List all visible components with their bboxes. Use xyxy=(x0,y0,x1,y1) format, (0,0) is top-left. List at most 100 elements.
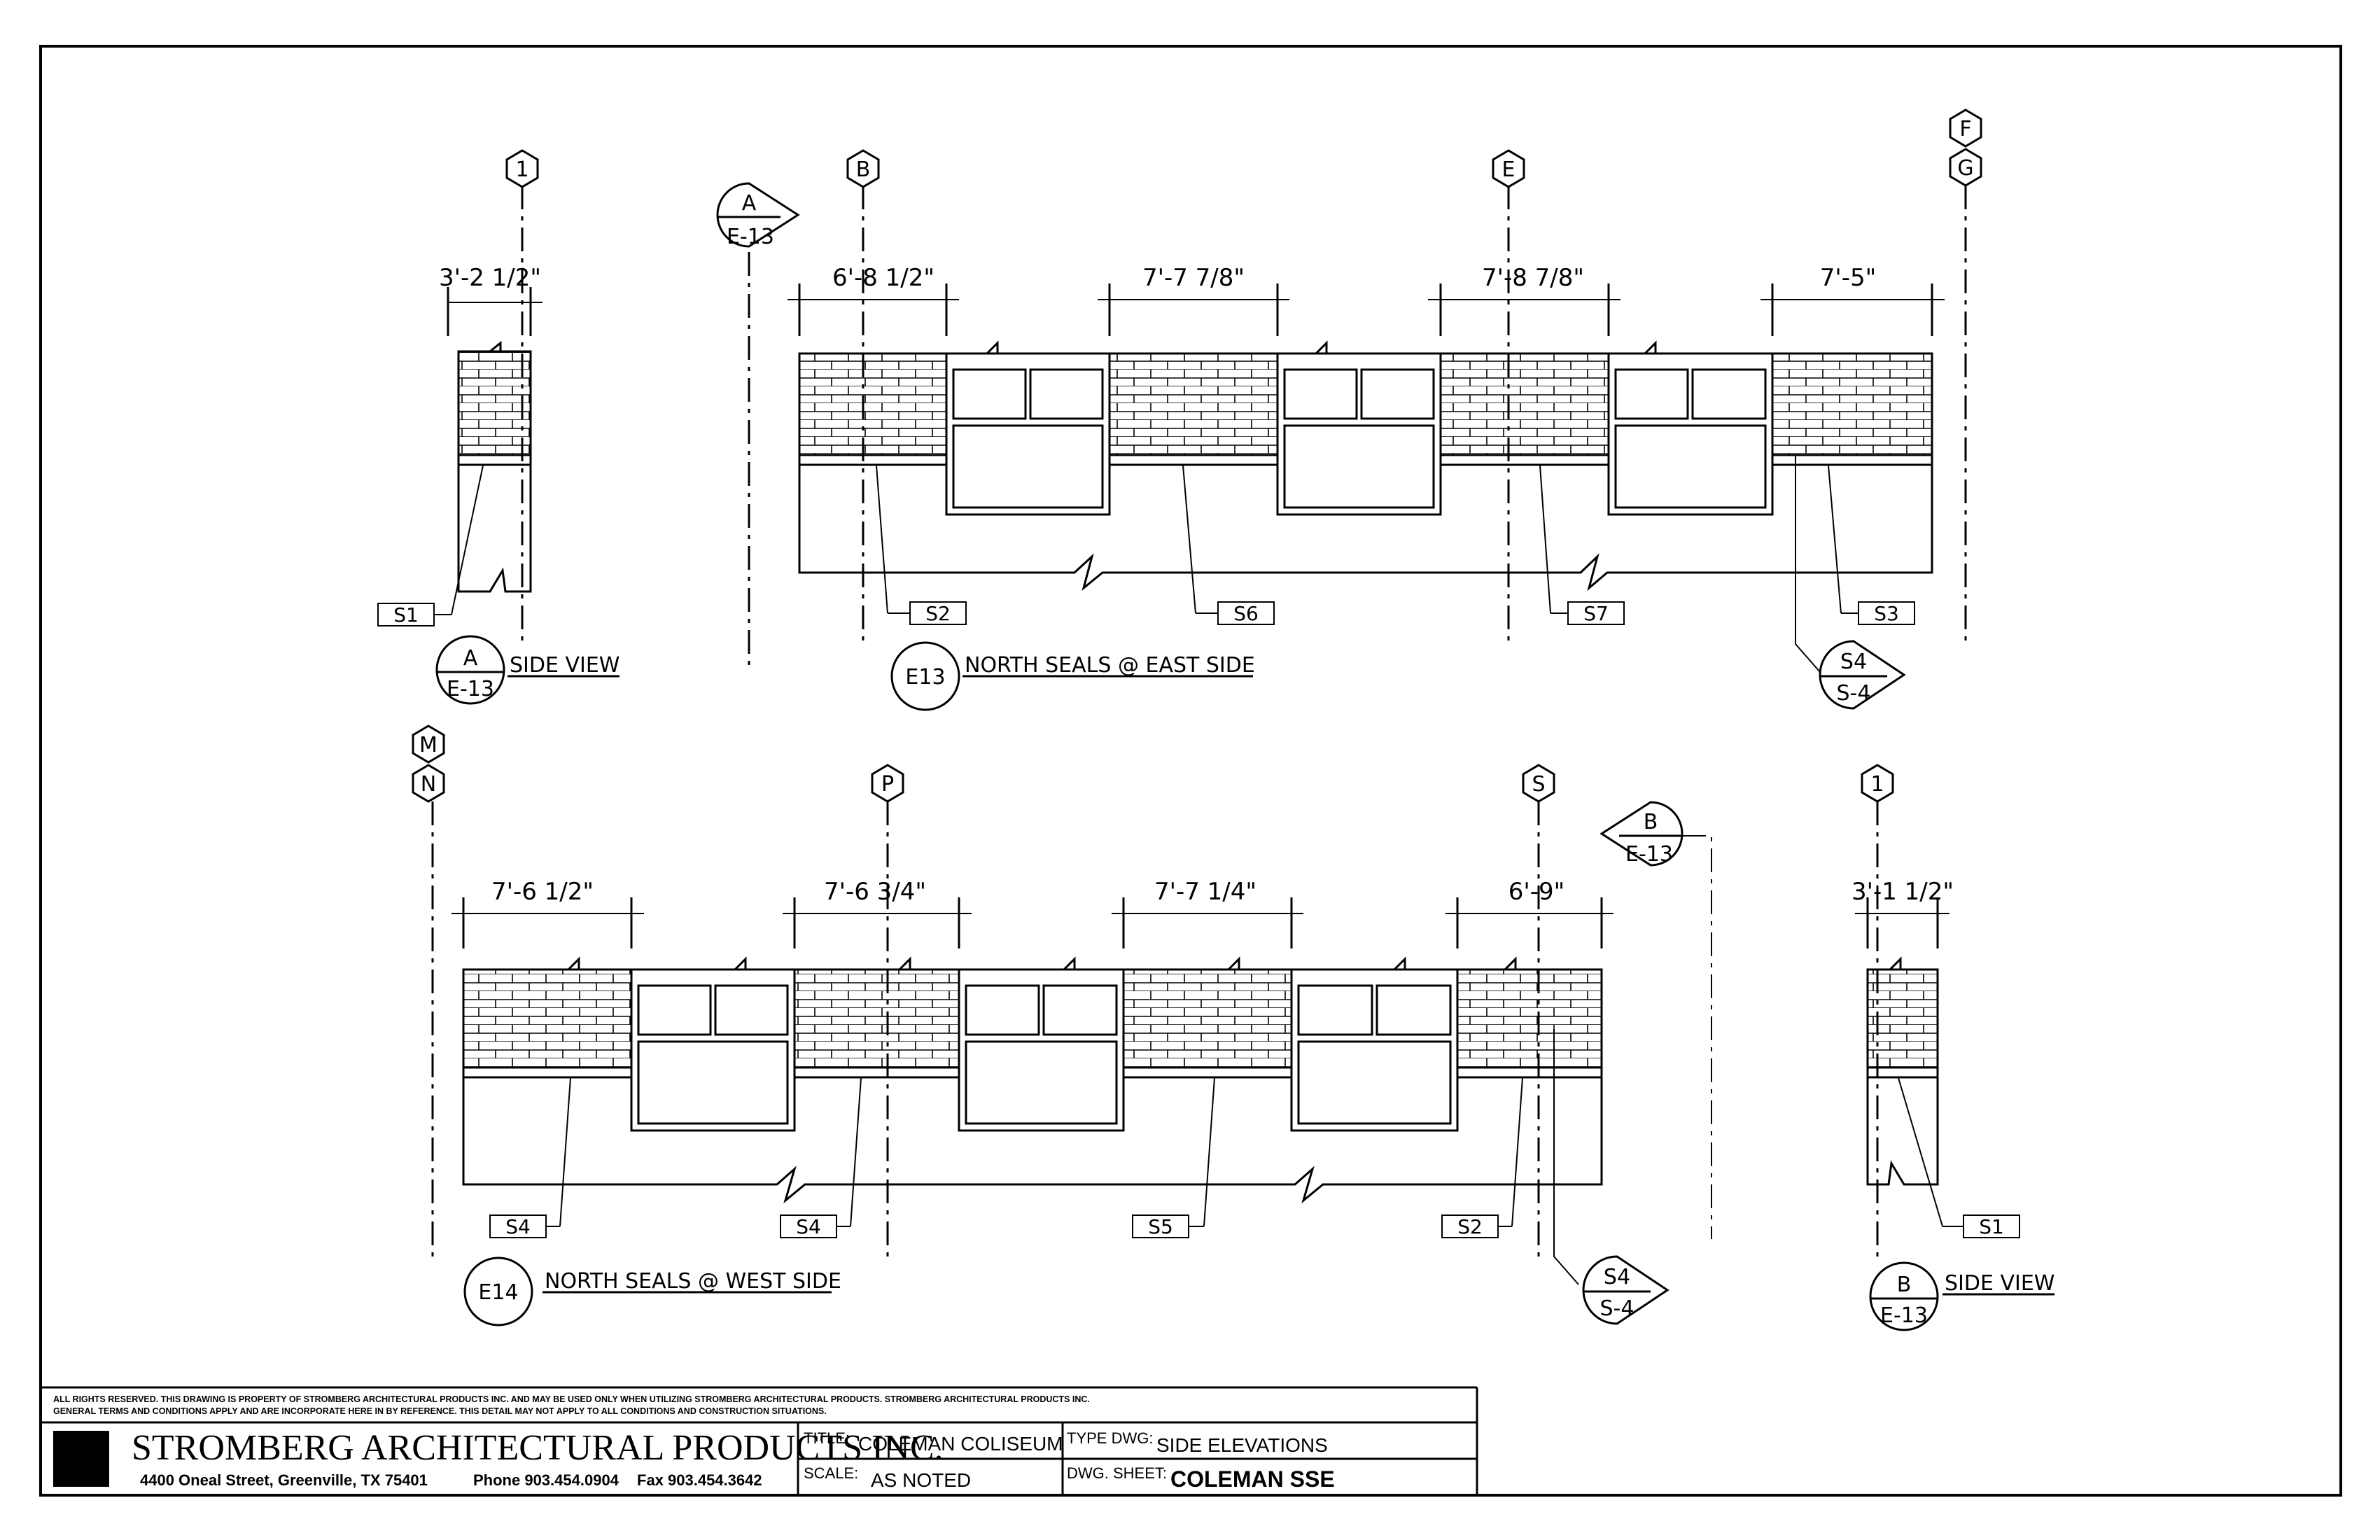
svg-text:S4: S4 xyxy=(505,1215,531,1238)
company-name: STROMBERG ARCHITECTURAL PRODUCTS INC. xyxy=(132,1428,944,1468)
window-unit xyxy=(1276,352,1442,516)
seal-tag: S2 xyxy=(1441,1077,1523,1238)
grid-bubble-m: M xyxy=(412,724,445,764)
view-title-ref: E13 xyxy=(905,665,945,690)
svg-text:1: 1 xyxy=(1870,772,1884,797)
section-marker-s4-bottom: S4 S-4 xyxy=(1553,1029,1670,1325)
view-title: NORTH SEALS @ WEST SIDE xyxy=(545,1269,841,1294)
title-value: COLEMAN COLISEUM xyxy=(858,1433,1063,1455)
brick-panel xyxy=(457,350,532,456)
company-fax: Fax 903.454.3642 xyxy=(637,1471,762,1489)
svg-text:7'-6 3/4": 7'-6 3/4" xyxy=(824,878,926,906)
sheet-label: DWG. SHEET: xyxy=(1067,1464,1167,1482)
dimension-line: 7'-7 7/8" xyxy=(1098,264,1289,336)
svg-text:6'-9": 6'-9" xyxy=(1508,878,1565,906)
seal-tag: S1 xyxy=(393,603,419,626)
dimension-line: 6'-9" xyxy=(1446,878,1614,948)
company-phone: Phone 903.454.0904 xyxy=(473,1471,620,1489)
window-unit xyxy=(630,968,796,1132)
svg-text:7'-7 1/4": 7'-7 1/4" xyxy=(1154,878,1256,906)
terms-notice: GENERAL TERMS AND CONDITIONS APPLY AND A… xyxy=(53,1406,827,1416)
section-marker-b: B E-13 xyxy=(1600,801,1712,1239)
sheet-border xyxy=(39,45,2342,1497)
svg-text:S2: S2 xyxy=(925,602,951,625)
window-unit xyxy=(1607,352,1774,516)
svg-text:7'-8 7/8": 7'-8 7/8" xyxy=(1482,264,1584,292)
grid-bubble-g: G xyxy=(1949,148,1982,187)
side-view-b: 1 3'-1 1/2" S1 B E-13 SIDE VIEW xyxy=(1851,764,2054,1331)
type-label: TYPE DWG: xyxy=(1067,1429,1153,1447)
svg-text:S4: S4 xyxy=(796,1215,821,1238)
title-label: TITLE: xyxy=(804,1429,850,1447)
grid-bubble-1-b: 1 xyxy=(1861,764,1894,803)
dimension-label: 3'-1 1/2" xyxy=(1851,878,1954,906)
title-block: ALL RIGHTS RESERVED. THIS DRAWING IS PRO… xyxy=(41,1386,1478,1495)
svg-text:S3: S3 xyxy=(1874,602,1899,625)
seal-tag: S3 xyxy=(1828,465,1915,625)
svg-text:S: S xyxy=(1532,772,1545,797)
svg-text:N: N xyxy=(421,772,436,797)
dimension-line: 7'-6 3/4" xyxy=(783,878,972,948)
dimension-line: 7'-7 1/4" xyxy=(1112,878,1303,948)
svg-text:B: B xyxy=(856,158,871,182)
scale-label: SCALE: xyxy=(804,1464,858,1482)
side-view-a: 1 3'-2 1/2" S1 A E-13 SIDE VIEW xyxy=(377,149,620,705)
svg-text:G: G xyxy=(1957,156,1973,181)
section-marker-s4-top: S4 S-4 xyxy=(1795,455,1906,710)
view-title-ref: B xyxy=(1897,1273,1912,1297)
svg-text:7'-7 7/8": 7'-7 7/8" xyxy=(1142,264,1245,292)
view-title: SIDE VIEW xyxy=(1945,1271,2054,1296)
svg-text:M: M xyxy=(419,733,438,757)
view-title-sheet: E-13 xyxy=(1880,1303,1928,1328)
svg-text:E: E xyxy=(1502,158,1516,182)
type-value: SIDE ELEVATIONS xyxy=(1156,1434,1328,1456)
svg-text:P: P xyxy=(881,772,894,797)
sheet-value: COLEMAN SSE xyxy=(1170,1466,1335,1492)
svg-text:S-4: S-4 xyxy=(1837,681,1871,706)
view-title: SIDE VIEW xyxy=(510,653,620,678)
svg-text:E-13: E-13 xyxy=(727,225,774,249)
window-unit xyxy=(945,352,1111,516)
company-logo-block xyxy=(53,1431,109,1487)
seal-tag: S4 xyxy=(780,1077,862,1238)
dimension-line: 7'-5" xyxy=(1760,264,1945,336)
grid-bubble-e: E xyxy=(1492,149,1525,188)
svg-text:B: B xyxy=(1644,810,1658,834)
svg-text:S4: S4 xyxy=(1840,650,1867,674)
svg-text:7'-5": 7'-5" xyxy=(1820,264,1877,292)
svg-text:A: A xyxy=(742,191,757,216)
svg-text:7'-6 1/2": 7'-6 1/2" xyxy=(491,878,594,906)
dimension-label: 3'-2 1/2" xyxy=(439,264,541,292)
scale-value: AS NOTED xyxy=(871,1469,971,1491)
seal-tag: S7 xyxy=(1539,465,1625,625)
dimension-line: 7'-8 7/8" xyxy=(1428,264,1620,336)
grid-bubble-p: P xyxy=(871,764,904,803)
svg-text:F: F xyxy=(1959,117,1971,141)
window-unit xyxy=(958,968,1125,1132)
grid-bubble-b: B xyxy=(846,149,880,188)
view-title: NORTH SEALS @ EAST SIDE xyxy=(965,653,1255,678)
view-title-ref: E14 xyxy=(478,1280,518,1305)
grid-bubble-f: F xyxy=(1949,108,1982,148)
seal-tag: S1 xyxy=(1979,1215,2004,1238)
grid-label: 1 xyxy=(515,158,528,182)
seal-tag: S5 xyxy=(1132,1077,1215,1238)
elevation-e13: B E F G 6'-8 1/2" 7'-7 7/8" xyxy=(788,108,1982,711)
seal-tag: S4 xyxy=(489,1077,571,1238)
svg-text:S2: S2 xyxy=(1457,1215,1483,1238)
seal-tag: S2 xyxy=(876,465,967,625)
grid-bubble-n: N xyxy=(412,764,445,803)
section-marker-a: A E-13 xyxy=(716,182,800,665)
seal-tag: S6 xyxy=(1182,465,1275,625)
svg-text:S-4: S-4 xyxy=(1600,1296,1634,1321)
dimension-line: 7'-6 1/2" xyxy=(451,878,644,948)
svg-text:E-13: E-13 xyxy=(1625,842,1673,867)
company-address: 4400 Oneal Street, Greenville, TX 75401 xyxy=(140,1471,428,1489)
view-title-ref: A xyxy=(463,646,478,671)
grid-bubble-s: S xyxy=(1522,764,1555,803)
svg-text:S5: S5 xyxy=(1148,1215,1173,1238)
ownership-notice: ALL RIGHTS RESERVED. THIS DRAWING IS PRO… xyxy=(53,1394,1090,1404)
svg-text:S6: S6 xyxy=(1233,602,1259,625)
elevation-e14: M N P S 7'-6 1/2" 7'-6 3/4" xyxy=(412,724,1614,1326)
